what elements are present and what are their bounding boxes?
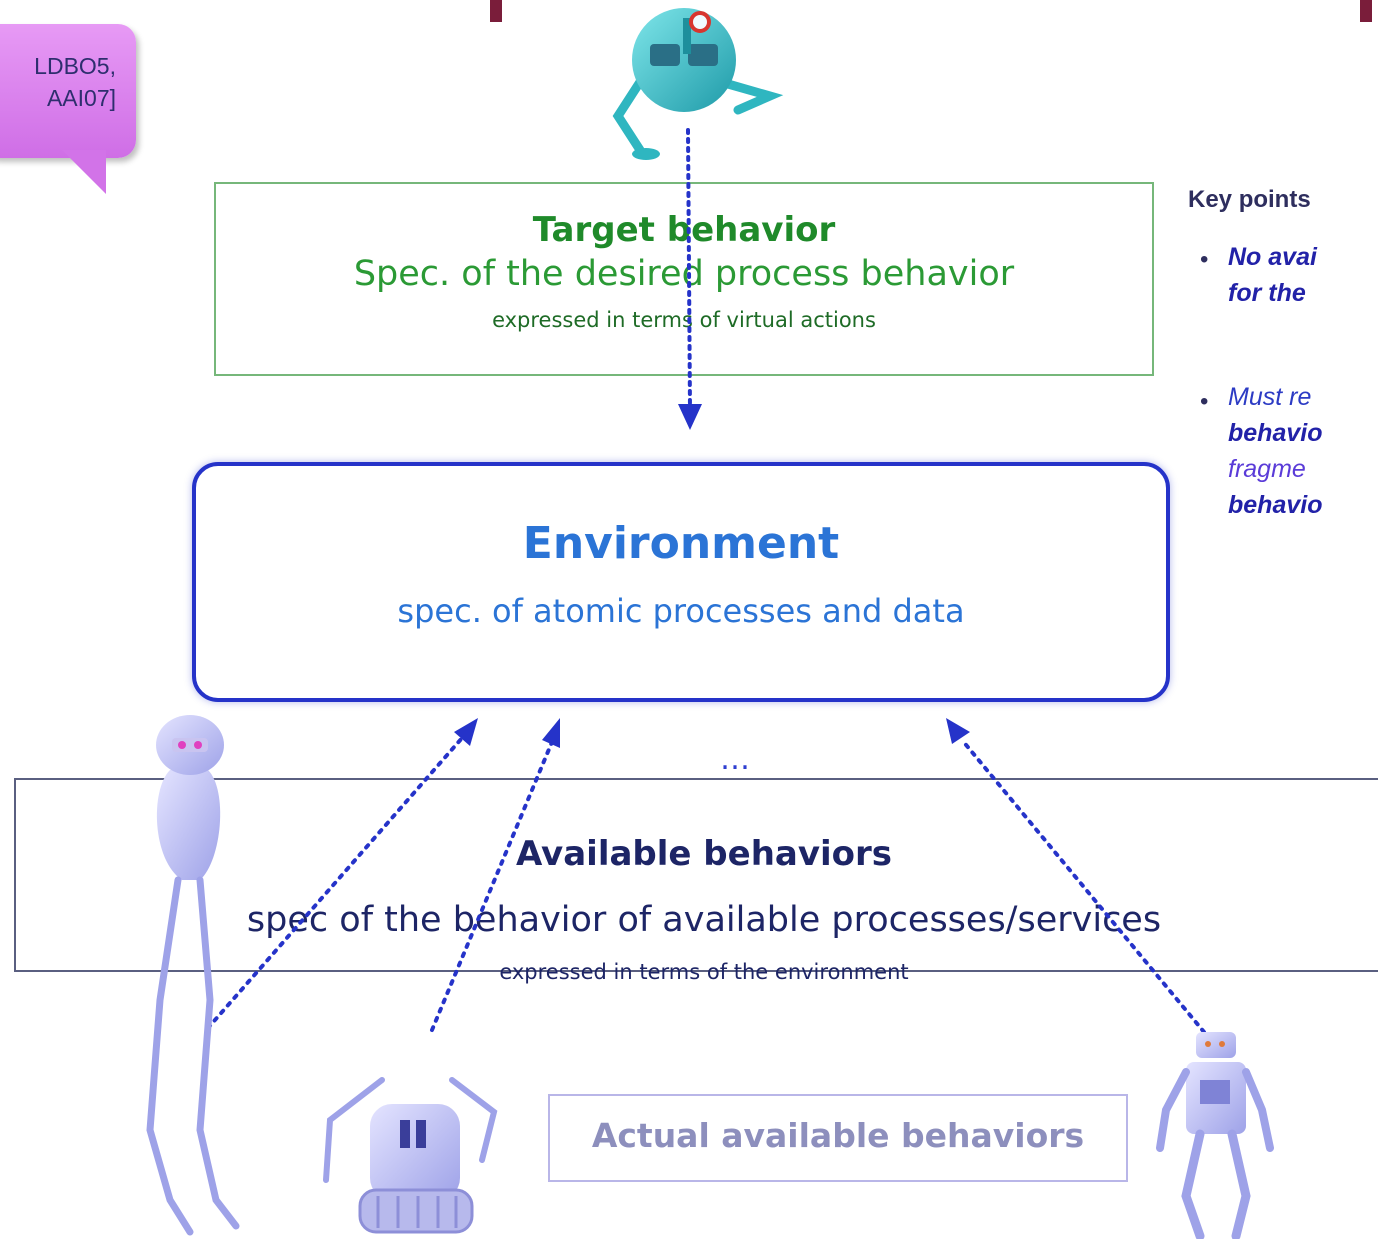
target-behavior-box [214, 182, 1154, 376]
citation-bubble [0, 24, 136, 158]
top-divider-right [1360, 0, 1372, 22]
citation-bubble-tail [62, 150, 106, 194]
available-behaviors-note: expressed in terms of the environment [499, 960, 909, 984]
robot-2-icon [323, 1077, 498, 1234]
bullet-1-line-2: for the [1228, 279, 1306, 307]
robot-1-icon [146, 715, 240, 1236]
bullet-2-line-2: behavio [1228, 419, 1323, 447]
bullet-1-marker: • [1200, 246, 1209, 273]
arrow-robot-1-to-environment [206, 718, 478, 1030]
environment-subtitle: spec. of atomic processes and data [397, 592, 965, 630]
target-behavior-subtitle: Spec. of the desired process behavior [353, 254, 1015, 294]
ellipsis: … [720, 742, 752, 777]
environment-title: Environment [522, 518, 840, 569]
available-behaviors-subtitle: spec of the behavior of available proces… [246, 900, 1162, 940]
bullet-1-line-1: No avai [1228, 243, 1317, 271]
arrow-target-to-environment [678, 128, 702, 430]
top-divider-left [490, 0, 502, 22]
target-behavior-note: expressed in terms of virtual actions [492, 308, 876, 332]
bullet-2-marker: • [1200, 388, 1209, 415]
key-points-heading: Key points [1188, 186, 1311, 213]
arrow-robot-2-to-environment [430, 718, 560, 1032]
arrow-robot-3-to-environment [946, 718, 1206, 1034]
citation-line-1: LDBO5, [34, 53, 116, 79]
citation-line-2: AAI07] [46, 85, 116, 111]
bullet-2-line-4: behavio [1228, 491, 1323, 519]
target-behavior-title: Target behavior [532, 210, 836, 250]
bullet-2-line-3: fragme [1228, 455, 1306, 483]
citation-text: LDBO5, AAI07] [0, 50, 116, 114]
available-behaviors-title: Available behaviors [515, 834, 893, 874]
available-behaviors-box [14, 778, 1378, 972]
bullet-2-line-1: Must re [1228, 383, 1312, 411]
actual-behaviors-label: Actual available behaviors [591, 1116, 1085, 1155]
robot-3-icon [1156, 1032, 1274, 1239]
environment-box [192, 462, 1170, 702]
target-robot-icon [612, 8, 784, 160]
actual-behaviors-box [548, 1094, 1128, 1182]
